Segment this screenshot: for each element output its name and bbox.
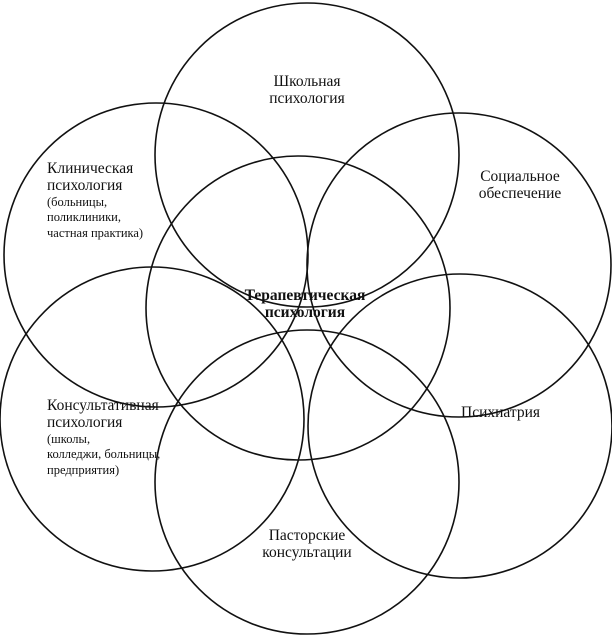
label-social: Социальное обеспечение — [455, 168, 585, 203]
pastoral-title: Пасторские — [268, 527, 346, 544]
clinical-title: Клиническая — [47, 160, 134, 177]
pastoral-subtitle: консультации — [262, 544, 352, 562]
psychiatry-title: Психиатрия — [461, 404, 541, 421]
circle-psychiatry — [307, 273, 612, 579]
counseling-subtitle: психология — [47, 414, 123, 432]
circle-school — [154, 2, 460, 308]
clinical-detail-3: частная практика) — [47, 225, 144, 240]
circle-counseling — [0, 266, 305, 572]
label-pastoral: Пасторские консультации — [236, 527, 378, 562]
social-title: Социальное — [480, 168, 560, 185]
counseling-detail-2: колледжи, больницы, — [47, 447, 161, 462]
counseling-detail-3: предприятия) — [47, 462, 120, 477]
label-clinical: Клиническая психология (больницы, поликл… — [47, 160, 143, 242]
school-subtitle: психология — [269, 90, 345, 108]
label-school: Школьная психология — [240, 73, 374, 108]
label-counseling: Консультативная психология (школы, колле… — [47, 397, 160, 479]
clinical-subtitle: психология — [47, 177, 123, 195]
counseling-detail-1: (школы, — [47, 431, 91, 446]
label-psychiatry: Психиатрия — [461, 404, 540, 421]
social-subtitle: обеспечение — [478, 185, 562, 203]
clinical-detail-1: (больницы, — [47, 194, 108, 209]
school-title: Школьная — [273, 73, 341, 90]
circle-pastoral — [154, 329, 460, 635]
circle-social — [306, 112, 612, 418]
center-subtitle: психология — [264, 304, 346, 322]
clinical-detail-2: поликлиники, — [47, 210, 121, 225]
label-center: Терапевтическая психология — [234, 287, 376, 322]
center-title: Терапевтическая — [244, 287, 366, 304]
counseling-title: Консультативная — [47, 397, 159, 414]
